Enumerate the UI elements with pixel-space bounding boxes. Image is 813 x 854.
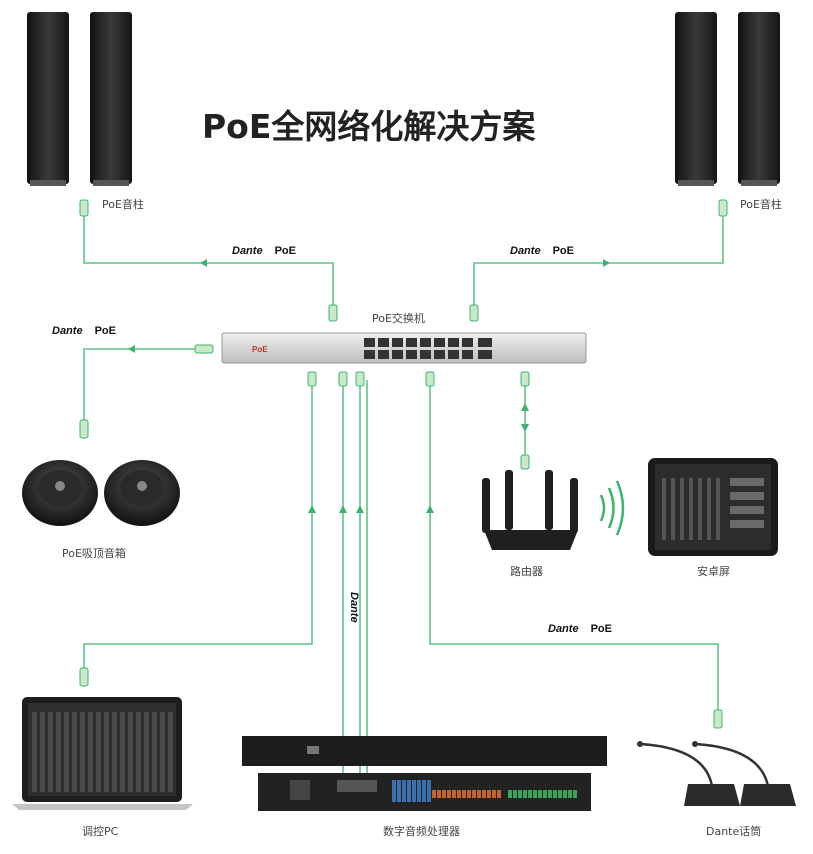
- label-tablet: 安卓屏: [697, 565, 730, 578]
- arrow-proc-2: [356, 505, 364, 513]
- dante-logo-text: Dante: [52, 325, 83, 337]
- svg-text:PoE: PoE: [252, 345, 268, 354]
- laptop-device: [12, 697, 193, 810]
- protocol-tag-right: Dante PoE: [510, 245, 574, 257]
- arrow-proc-1: [339, 505, 347, 513]
- arrow-right-column: [603, 259, 610, 267]
- arrows: [128, 259, 610, 513]
- arrow-router-down: [521, 424, 529, 432]
- label-column-speaker-left: PoE音柱: [102, 198, 144, 211]
- dante-logo-text: Dante: [510, 245, 541, 257]
- label-processor: 数字音频处理器: [383, 825, 460, 838]
- column-speakers-right: [675, 12, 780, 186]
- rj45-connectors: [79, 199, 728, 729]
- label-pc: 调控PC: [82, 825, 119, 838]
- arrow-mic: [426, 505, 434, 513]
- poe-text: PoE: [590, 623, 612, 635]
- column-speakers-left: [27, 12, 132, 186]
- protocol-tag-ceiling: Dante PoE: [52, 325, 116, 337]
- router-device: [482, 470, 578, 550]
- tablet-device: [648, 458, 778, 556]
- cables: [83, 215, 724, 778]
- poe-text: PoE: [552, 245, 574, 257]
- label-ceiling-speakers: PoE吸顶音箱: [62, 547, 126, 560]
- processor-rack: [242, 736, 607, 811]
- arrow-pc: [308, 505, 316, 513]
- protocol-tag-left: Dante PoE: [232, 245, 296, 257]
- label-router: 路由器: [510, 565, 543, 578]
- poe-text: PoE: [94, 325, 116, 337]
- cable-ceiling: [83, 348, 195, 420]
- poe-text: PoE: [274, 245, 296, 257]
- wifi-signal: [599, 480, 625, 536]
- label-switch: PoE交换机: [372, 312, 425, 325]
- poe-switch: PoE: [221, 332, 587, 364]
- arrow-left-column: [200, 259, 207, 267]
- microphones: [637, 741, 796, 806]
- dante-logo-text: Dante: [548, 623, 579, 635]
- page-title: PoE全网络化解决方案: [202, 107, 536, 146]
- protocol-tag-vertical-dante: Dante: [348, 592, 360, 623]
- protocol-tag-mic: Dante PoE: [548, 623, 612, 635]
- cable-right-column: [473, 215, 724, 305]
- label-mic: Dante话筒: [706, 825, 762, 838]
- ceiling-speakers: [22, 460, 180, 526]
- cable-pc: [83, 380, 313, 668]
- arrow-ceiling: [128, 345, 135, 353]
- dante-logo-text: Dante: [232, 245, 263, 257]
- label-column-speaker-right: PoE音柱: [740, 198, 782, 211]
- arrow-router-up: [521, 403, 529, 411]
- cable-left-column: [83, 215, 334, 305]
